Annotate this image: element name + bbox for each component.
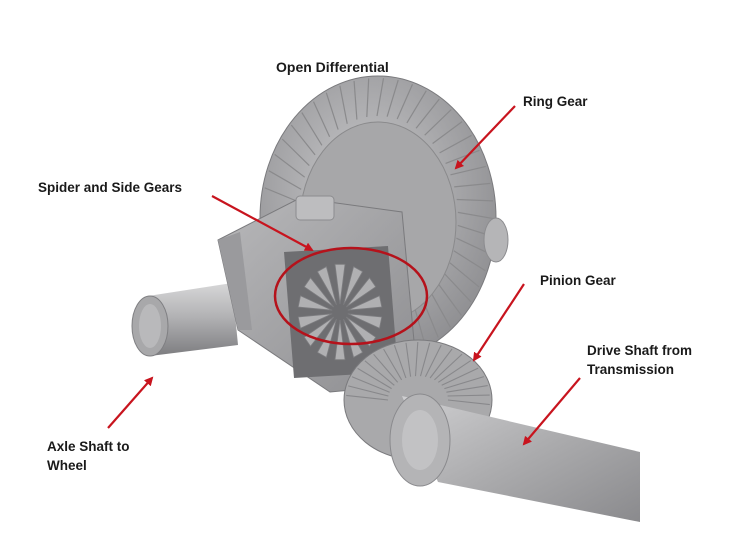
gear-tooth xyxy=(450,165,486,176)
diagram-title: Open Differential xyxy=(276,59,389,75)
gear-tooth xyxy=(346,394,389,401)
gear-tooth xyxy=(348,385,389,397)
drive-shaft-arrow xyxy=(522,377,581,446)
gear-tooth xyxy=(396,84,414,120)
gear-tooth xyxy=(432,121,463,144)
label-ring-gear: Ring Gear xyxy=(523,94,588,109)
ring-gear-arrow xyxy=(454,105,516,170)
spider-gear-tooth xyxy=(345,277,377,308)
gear-tooth xyxy=(434,353,463,381)
label-drive-shaft-line2: Transmission xyxy=(587,362,675,377)
gear-tooth xyxy=(383,348,403,381)
label-pinion-gear: Pinion Gear xyxy=(540,273,616,288)
gear-tooth xyxy=(456,237,491,255)
gear-tooth xyxy=(438,284,462,316)
gear-tooth xyxy=(325,92,339,130)
spider-gear-tooth xyxy=(303,277,335,308)
label-spider-side-gears: Spider and Side Gears xyxy=(38,180,183,195)
label-drive-shaft-line1: Drive Shaft from xyxy=(587,343,693,358)
gear-tooth xyxy=(406,90,427,124)
gear-tooth xyxy=(454,182,491,188)
gear-tooth xyxy=(424,344,442,377)
gear-tooth xyxy=(351,376,390,393)
gear-tooth xyxy=(424,109,452,136)
gear-tooth xyxy=(446,385,488,393)
gear-tooth xyxy=(445,149,480,164)
spider-gear-tooth xyxy=(343,266,364,305)
spider-gears-arrow xyxy=(211,195,314,251)
spider-gear-tooth xyxy=(297,295,333,311)
gear-tooth xyxy=(268,170,302,190)
spider-gear-tooth xyxy=(334,319,346,361)
drive-shaft xyxy=(389,393,640,522)
gear-tooth xyxy=(264,187,300,203)
gear-tooth xyxy=(453,250,486,272)
gear-tooth xyxy=(441,367,479,386)
gear-tooth xyxy=(444,376,485,390)
spider-gear-tooth xyxy=(316,319,337,358)
gear-tooth xyxy=(364,360,395,386)
gear-tooth xyxy=(312,101,331,138)
spider-gear-tooth xyxy=(316,266,337,305)
gear-tooth xyxy=(366,78,370,118)
gear-tooth xyxy=(353,80,358,120)
gear-tooth xyxy=(419,342,431,377)
label-drive-shaft: Drive Shaft from Transmission xyxy=(587,341,692,379)
spider-gears-highlight-circle xyxy=(273,246,429,346)
gear-tooth xyxy=(357,367,392,390)
gear-tooth xyxy=(301,112,323,146)
gear-tooth xyxy=(414,308,426,346)
gear-tooth xyxy=(415,98,440,129)
gear-tooth xyxy=(444,273,472,303)
spider-gear-tooth xyxy=(334,263,346,305)
pinion-gear-arrow xyxy=(472,283,525,362)
gear-tooth xyxy=(405,342,412,377)
gear-tooth xyxy=(386,79,399,117)
axle-shaft xyxy=(131,283,238,357)
gear-tooth xyxy=(457,211,495,220)
spider-gear-tooth xyxy=(347,295,383,311)
gear-tooth xyxy=(393,345,407,379)
gear-tooth xyxy=(456,198,494,202)
gear-tooth xyxy=(437,360,472,383)
gear-tooth xyxy=(449,262,480,288)
spider-gear-tooth xyxy=(343,319,364,358)
label-axle-shaft-line1: Axle Shaft to xyxy=(47,439,130,454)
spider-gear-tooth xyxy=(297,313,333,329)
axle-shaft-arrow xyxy=(107,376,154,429)
gear-tooth xyxy=(439,134,472,154)
gear-tooth xyxy=(281,138,310,167)
label-axle-shaft: Axle Shaft to Wheel xyxy=(47,437,130,475)
gear-tooth xyxy=(376,78,385,117)
gear-tooth xyxy=(447,394,490,397)
gear-tooth xyxy=(431,293,451,328)
gear-tooth xyxy=(274,153,306,178)
spider-gear-tooth xyxy=(303,316,335,347)
gear-tooth xyxy=(447,399,490,406)
gear-tooth xyxy=(429,348,453,379)
gear-tooth xyxy=(414,341,419,377)
label-axle-shaft-line2: Wheel xyxy=(47,458,87,473)
gear-tooth xyxy=(339,85,348,124)
gear-tooth xyxy=(373,353,399,383)
gear-tooth xyxy=(290,124,316,156)
spider-gear-tooth xyxy=(347,313,383,329)
